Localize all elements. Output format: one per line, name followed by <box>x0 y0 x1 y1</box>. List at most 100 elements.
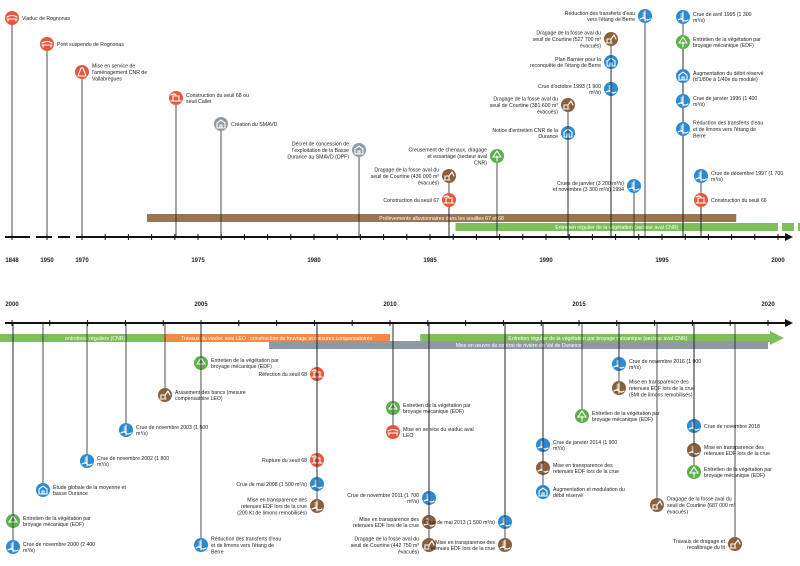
event-label: Augmentation du débit réservé(d'1/80e à … <box>693 71 764 83</box>
tick-label: 1950 <box>40 258 54 264</box>
band-t2-2: Entretien régulier de la végétation par … <box>420 334 776 342</box>
band-t2-0: entretiens réguliers (CNR) <box>0 334 190 342</box>
building-icon <box>676 69 690 83</box>
tick-label: 1848 <box>5 258 19 264</box>
gauge-icon <box>627 179 641 193</box>
dam-icon <box>75 65 89 79</box>
band-t2-continuation <box>0 331 784 345</box>
event-t1-0: Viaduc de Rognonas <box>5 11 70 237</box>
tree-icon <box>676 35 690 49</box>
tick-label: 2005 <box>194 302 208 308</box>
gauge-icon <box>498 538 512 552</box>
event-label: Création du SMAVD <box>231 122 278 128</box>
gauge-icon <box>676 10 690 24</box>
band-label: Travaux du viaduc aval LEO : constructio… <box>181 336 373 342</box>
building-icon <box>214 117 228 131</box>
event-t1-22: Construction du seuil 66 <box>694 193 767 237</box>
band-label: Mise en œuvre du contrat de rivière du V… <box>456 343 582 349</box>
band-t2-3: Mise en œuvre du contrat de rivière du V… <box>269 341 768 349</box>
gauge-icon <box>612 381 626 395</box>
excavator-icon <box>650 498 664 512</box>
gauge-icon <box>310 499 324 513</box>
tick-label: 2010 <box>383 302 397 308</box>
event-t2-8: Réfection du seuil 68 <box>259 323 324 381</box>
event-label: Rupture du seuil 68 <box>262 458 307 464</box>
gauge-icon <box>6 540 20 554</box>
gauge-icon <box>194 538 208 552</box>
weir-icon <box>442 193 456 207</box>
excavator-icon <box>422 538 436 552</box>
band-label: Prélèvements alluvionnaires dans les sou… <box>379 216 504 222</box>
gauge-icon <box>676 122 690 136</box>
building-icon <box>536 485 550 499</box>
band-label: entretiens réguliers (CNR) <box>65 336 126 342</box>
event-label: Crues de janvier (3 200 m³/s)et novembre… <box>553 181 624 193</box>
weir-icon <box>694 193 708 207</box>
event-label: Crue de novembre 2018 <box>704 424 760 430</box>
excavator-icon <box>158 388 172 402</box>
excavator-icon <box>604 32 618 46</box>
band-label: Entretien régulier de la végétation par … <box>508 336 687 342</box>
band-t1-1: Entretien régulier de la végétation (sec… <box>455 223 800 231</box>
event-label: Réfection du seuil 68 <box>259 372 308 378</box>
band-t2-1: Travaux du viaduc aval LEO : constructio… <box>163 334 390 342</box>
event-t1-4: Création du SMAVD <box>214 117 278 237</box>
event-label: Viaduc de Rognonas <box>22 16 70 22</box>
weir-icon <box>169 91 183 105</box>
bridge-icon <box>5 11 19 25</box>
event-t1-11: Crues de janvier (3 200 m³/s)et novembre… <box>553 179 641 237</box>
gauge-icon <box>119 423 133 437</box>
bridge-icon <box>40 37 54 51</box>
band-label: Entretien régulier de la végétation (sec… <box>555 225 678 231</box>
tick-label: 1995 <box>655 258 669 264</box>
gauge-icon <box>676 94 690 108</box>
tick-label: 1975 <box>191 258 205 264</box>
